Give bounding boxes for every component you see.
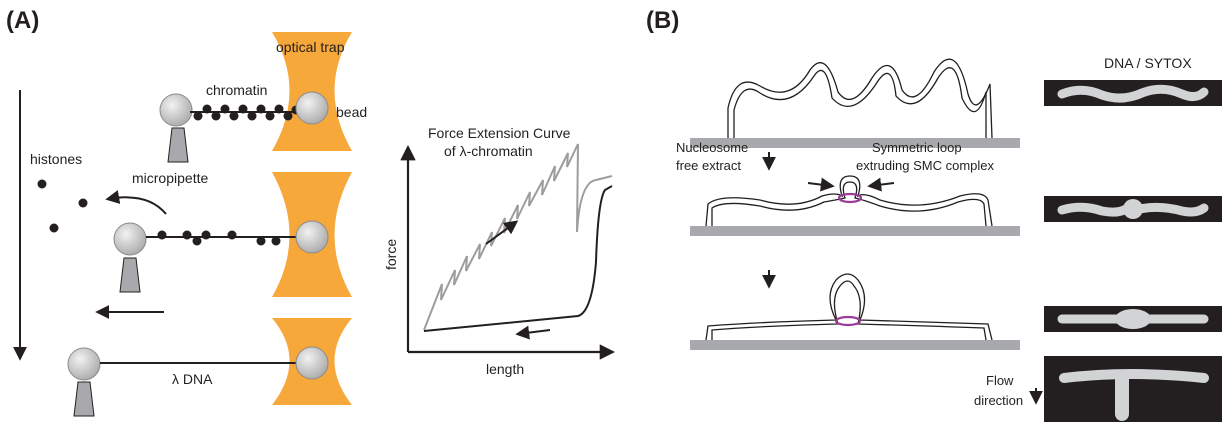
smc-complex-1	[837, 192, 863, 204]
released-histones	[37, 179, 88, 233]
chromatin-label: chromatin	[206, 82, 267, 98]
flow-label-line1: Flow	[986, 373, 1014, 388]
sytox-punctum-3	[1115, 309, 1151, 329]
partially-unwrapped-chromatin	[146, 230, 300, 246]
trap-bead-middle	[295, 220, 329, 254]
extension-direction-arrow	[485, 220, 519, 245]
histones-label: histones	[30, 151, 82, 167]
trap-bead-top	[295, 91, 329, 125]
sytox-signal-2	[1057, 202, 1209, 217]
micropipette-middle	[113, 222, 147, 293]
surface-1	[690, 138, 1020, 148]
graph-y-label: force	[383, 239, 399, 270]
micropipette-bottom	[67, 347, 101, 417]
bead-label: bead	[336, 104, 367, 120]
retraction-curve	[423, 185, 613, 332]
micropipette-top	[159, 93, 193, 163]
smc-complex-2	[834, 315, 862, 327]
micropipette-label: micropipette	[132, 170, 208, 186]
smc-label-line1: Symmetric loop	[872, 140, 962, 155]
nucleosome-beads	[193, 104, 301, 121]
sytox-punctum-2	[1123, 199, 1143, 219]
graph-title-line2: of λ-chromatin	[444, 143, 533, 159]
retraction-direction-arrow	[515, 325, 551, 340]
panel-b-label: (B)	[646, 7, 679, 34]
panel-a-label: (A)	[6, 7, 39, 34]
nucleosome-label-line1: Nucleosome	[676, 140, 748, 155]
smc-label-line2: extruding SMC complex	[856, 158, 994, 173]
loop-arrow-left	[807, 177, 835, 192]
chromatin-strand	[190, 104, 301, 121]
nucleosome-label-line2: free extract	[676, 158, 741, 173]
optical-trap-label: optical trap	[276, 39, 345, 55]
dna-sytox-label: DNA / SYTOX	[1104, 55, 1192, 71]
flow-label-line2: direction	[974, 393, 1023, 408]
wavy-dna-1	[727, 58, 993, 139]
surface-2	[690, 226, 1020, 236]
sytox-signal-1	[1057, 84, 1209, 103]
surface-3	[690, 340, 1020, 350]
dna-with-large-loop	[705, 273, 993, 341]
sytox-image-4	[1044, 356, 1222, 422]
graph-x-label: length	[486, 361, 524, 377]
extension-curve	[423, 143, 613, 331]
dna-with-small-loop	[705, 175, 993, 227]
trap-bead-bottom	[295, 346, 329, 380]
loop-arrow-right	[867, 177, 895, 192]
histone-release-arrow	[105, 190, 167, 215]
sytox-signal-4	[1059, 369, 1209, 383]
graph-title-line1: Force Extension Curve	[428, 125, 571, 141]
lambda-dna-label: λ DNA	[172, 371, 213, 387]
